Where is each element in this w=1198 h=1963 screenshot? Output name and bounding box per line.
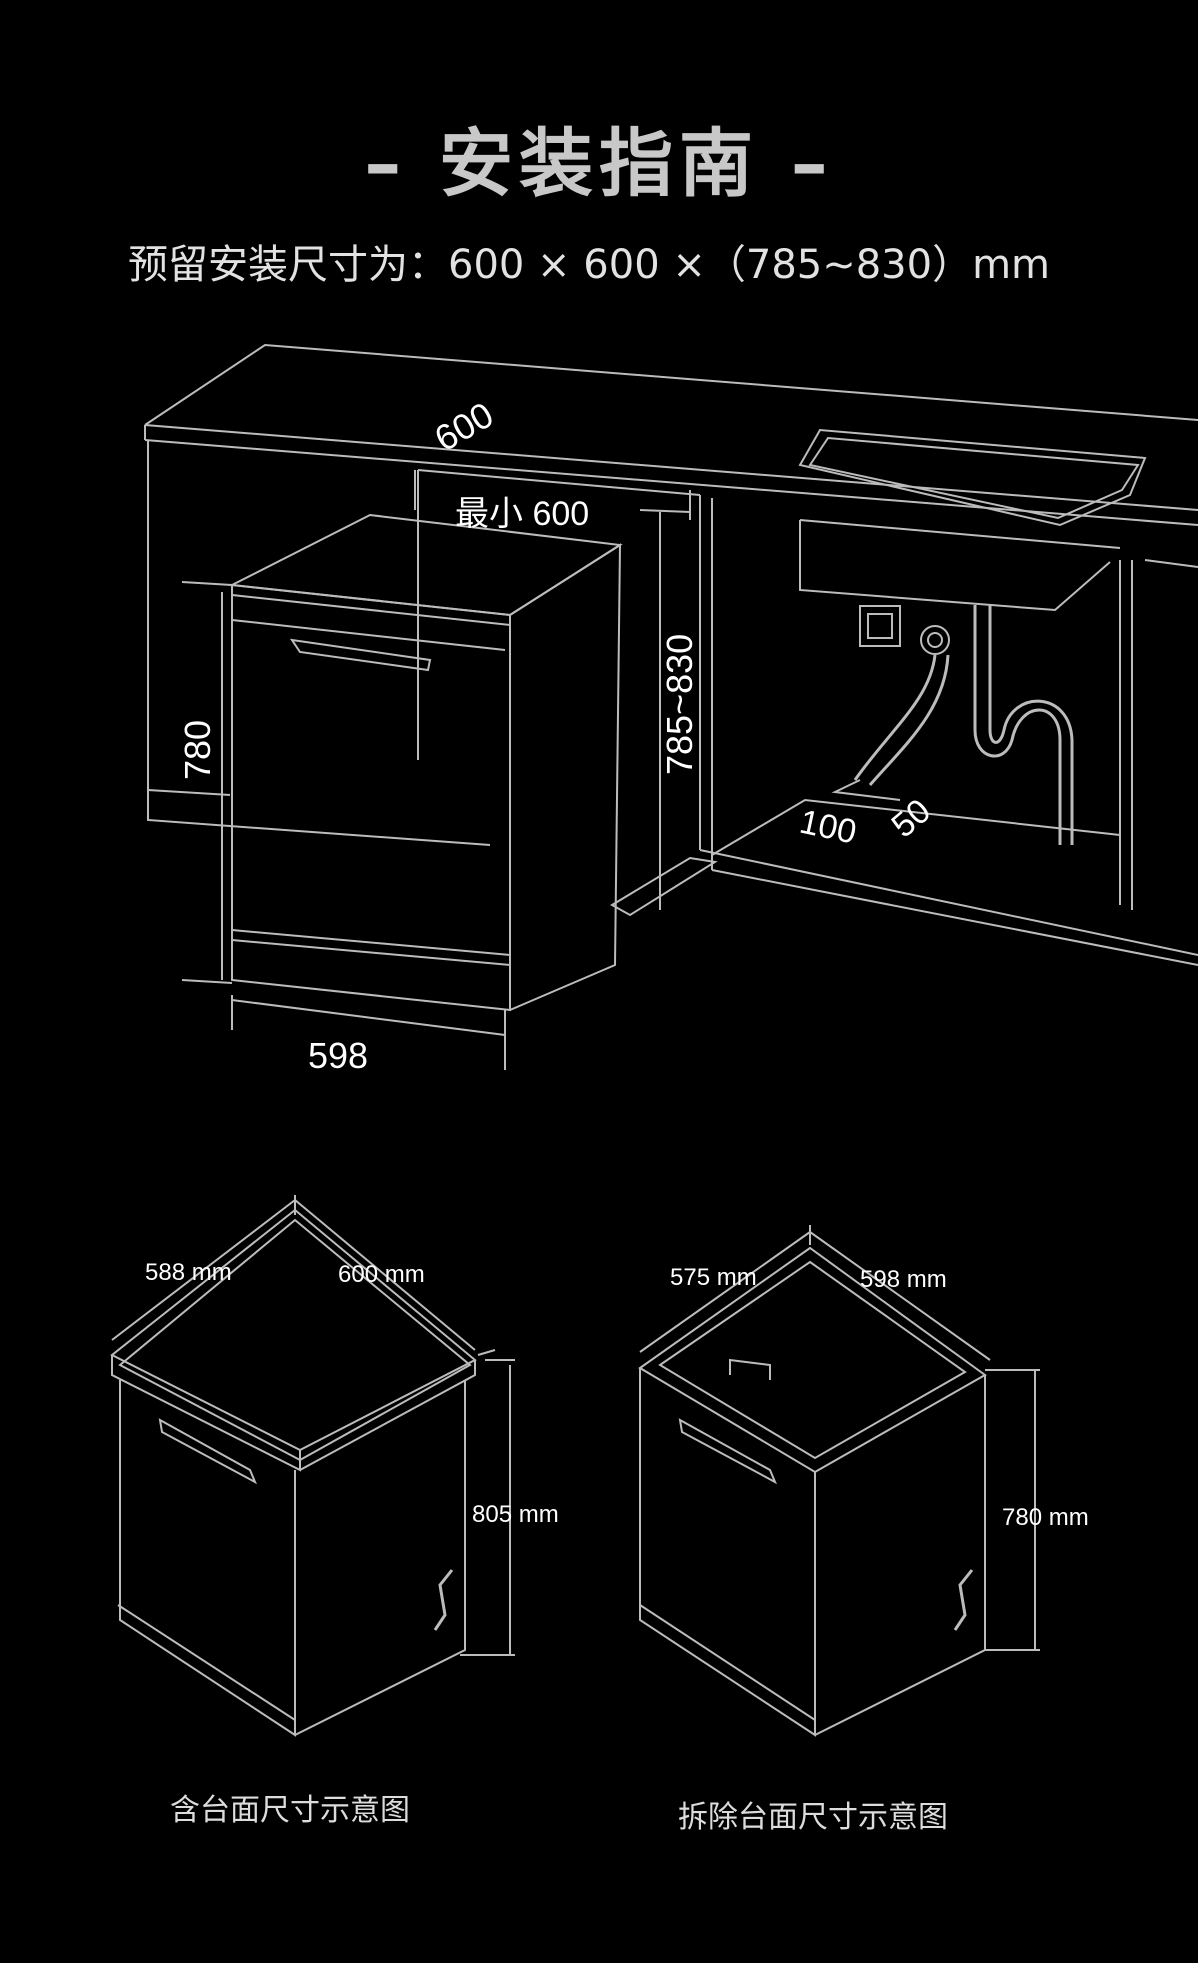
- with-top-width-label: 600 mm: [338, 1261, 425, 1288]
- unit-width-label: 598: [308, 1035, 368, 1076]
- without-top-width-label: 598 mm: [860, 1266, 947, 1293]
- without-top-depth-label: 575 mm: [670, 1264, 757, 1291]
- min-width-label: 最小 600: [455, 495, 589, 533]
- without-top-caption: 拆除台面尺寸示意图: [678, 1800, 948, 1835]
- unit-height-label: 780: [177, 720, 218, 780]
- pipe-100-label: 100: [796, 803, 859, 852]
- without-top-height-label: 780 mm: [1002, 1504, 1089, 1531]
- height-range-label: 785~830: [659, 634, 700, 775]
- page-title: – 安装指南 –: [364, 121, 834, 207]
- with-top-caption: 含台面尺寸示意图: [170, 1793, 410, 1828]
- with-top-height-label: 805 mm: [472, 1501, 559, 1528]
- install-size-subtitle: 预留安装尺寸为：600 × 600 ×（785~830）mm: [128, 242, 1051, 288]
- with-top-depth-label: 588 mm: [145, 1259, 232, 1286]
